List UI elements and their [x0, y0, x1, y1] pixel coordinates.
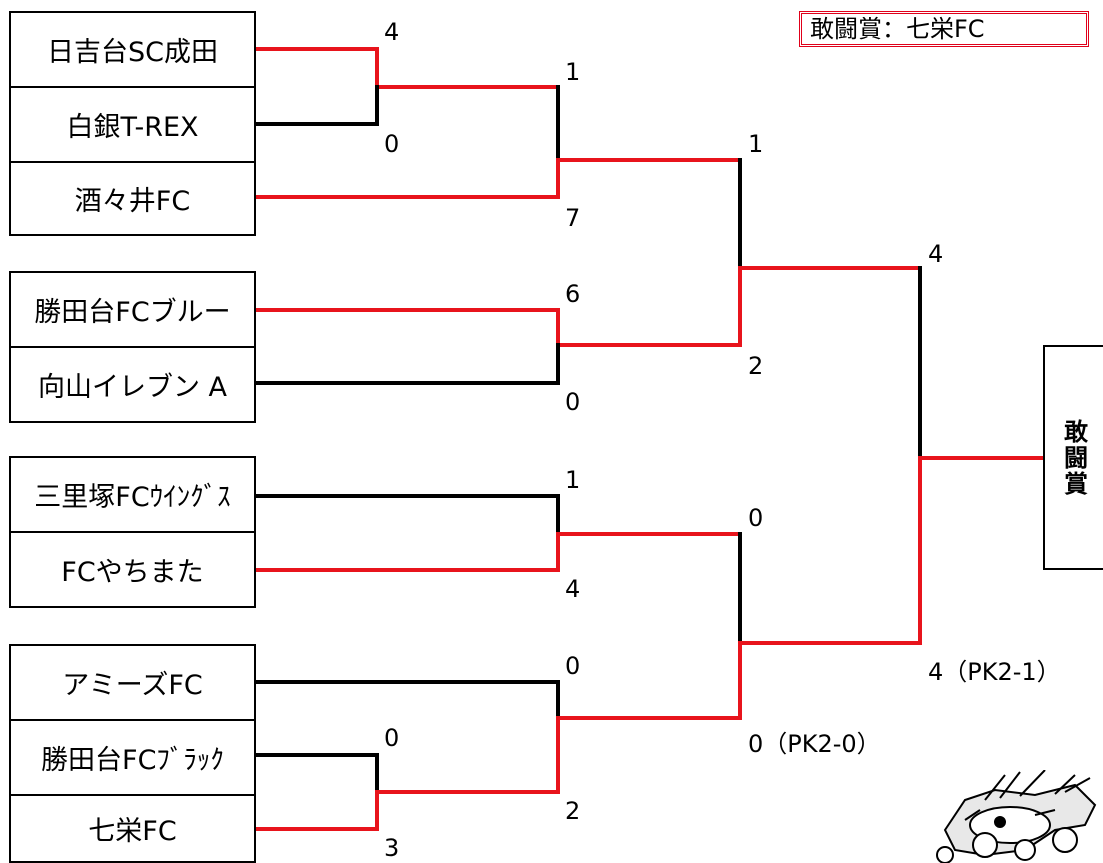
- score-sf1-top: 1: [748, 130, 764, 158]
- team-box-sanrizuka: 三里塚FCｳｲﾝｸﾞｽ: [9, 456, 256, 533]
- score-r1-hiyoshidai: 4: [384, 18, 400, 46]
- team-box-shisui: 酒々井FC: [9, 161, 256, 236]
- line-team-amies: [254, 680, 560, 720]
- score-qf2-bottom: 0: [565, 388, 581, 416]
- airplane-mascot-icon: [936, 770, 1097, 863]
- line-final-bottom: [918, 456, 1045, 645]
- score-qf3-bottom: 4: [565, 575, 581, 603]
- line-qf4-bottom: [556, 716, 742, 794]
- line-team-hiyoshidai: [254, 47, 560, 89]
- line-sf2-bottom: [738, 641, 922, 720]
- team-box-yachimata: FCやちまた: [9, 531, 256, 608]
- award-label: 敢闘賞：七栄FC: [799, 11, 1089, 47]
- score-r1-shirogane: 0: [384, 130, 400, 158]
- line-team-shisui: [254, 158, 742, 199]
- score-r1-katsutadai-black: 0: [384, 724, 400, 752]
- line-team-sanrizuka: [254, 494, 560, 536]
- score-final-bottom: 4（PK2-1）: [928, 658, 1061, 686]
- team-box-katsutadai-black: 勝田台FCﾌﾞﾗｯｸ: [9, 719, 256, 796]
- team-box-mukaiyama: 向山イレブン A: [9, 346, 256, 423]
- team-box-hiyoshidai: 日吉台SC成田: [9, 11, 256, 88]
- score-qf2-top: 6: [565, 280, 581, 308]
- score-qf3-top: 1: [565, 466, 581, 494]
- line-team-yachimata: [254, 532, 742, 572]
- score-qf4-bottom: 2: [565, 797, 581, 825]
- line-sf1-bottom: [738, 266, 922, 347]
- line-team-mukaiyama: [254, 343, 560, 385]
- score-qf1-bottom: 7: [565, 204, 581, 232]
- score-sf2-bottom: 0（PK2-0）: [748, 730, 881, 758]
- line-team-shirogane: [254, 85, 379, 126]
- team-box-amies: アミーズFC: [9, 644, 256, 721]
- team-box-nanae: 七栄FC: [9, 794, 256, 863]
- trophy-label: 敢闘賞: [1059, 418, 1088, 497]
- score-sf1-bottom: 2: [748, 352, 764, 380]
- score-r1-nanae: 3: [384, 834, 400, 862]
- team-box-katsutadai-blue: 勝田台FCブルー: [9, 271, 256, 348]
- line-team-katsutadai-blue: [254, 308, 742, 347]
- score-sf2-top: 0: [748, 504, 764, 532]
- trophy-box: 敢闘賞: [1043, 345, 1103, 570]
- line-team-nanae: [254, 790, 560, 831]
- score-qf4-top: 0: [565, 652, 581, 680]
- line-team-katsutadai-black: [254, 753, 379, 794]
- team-box-shirogane: 白銀T-REX: [9, 86, 256, 163]
- score-final-top: 4: [928, 240, 944, 268]
- score-qf1-top: 1: [565, 58, 581, 86]
